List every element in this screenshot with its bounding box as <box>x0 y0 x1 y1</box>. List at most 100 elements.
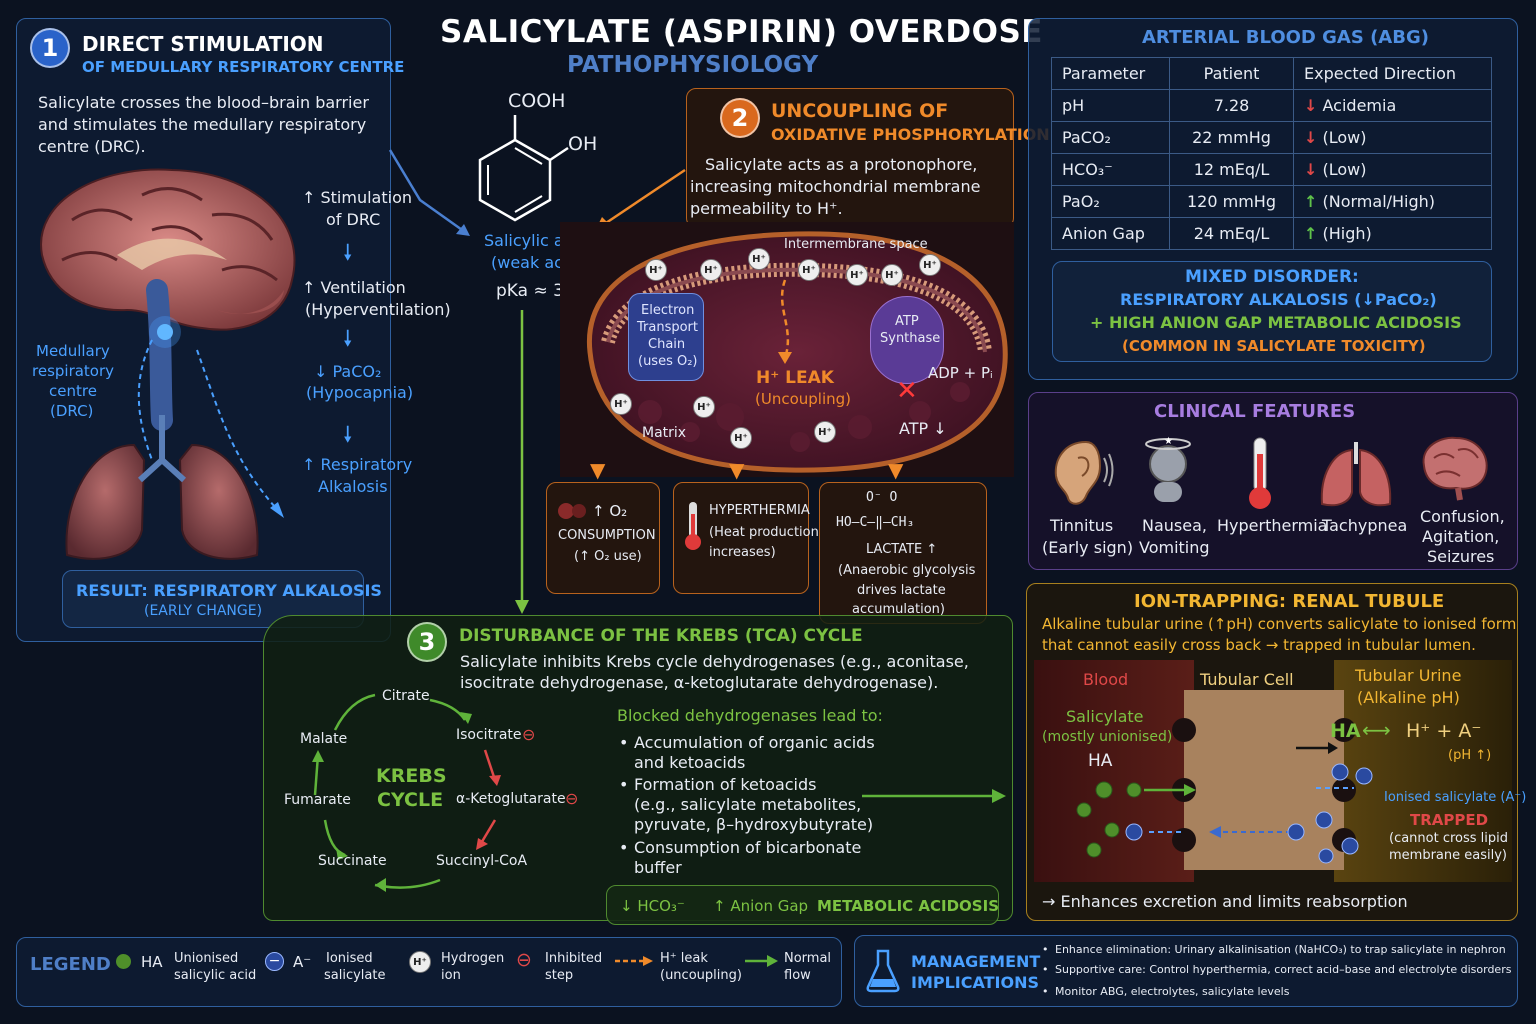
legend-ha-l2: salicylic acid <box>174 968 257 983</box>
abg-param: Anion Gap <box>1051 217 1170 250</box>
abg-value: 7.28 <box>1169 89 1294 122</box>
nausea-head-icon: ★ <box>1145 436 1191 502</box>
flow-step-3b: (Hypocapnia) <box>306 383 414 402</box>
flow-step-1a: ↑ Stimulation <box>302 188 412 207</box>
brain-lungs-illustration <box>40 168 296 560</box>
down-arrow-icon: ▼ <box>888 458 904 482</box>
atp-synthase-protein <box>870 296 944 384</box>
brain-icon <box>1422 436 1488 501</box>
hydrogen-ion-icon: H⁺ <box>645 259 667 281</box>
equilibrium-arrow-icon: ⟷ <box>1362 718 1391 742</box>
o2-consumption-box <box>546 482 660 594</box>
step-number-2: 2 <box>720 98 760 138</box>
page-subtitle: PATHOPHYSIOLOGY <box>567 52 819 78</box>
down-arrow-icon: ↓ <box>1304 160 1318 179</box>
legend-flow-l1: Normal <box>784 951 832 966</box>
box1-line3: (↑ O₂ use) <box>574 549 642 564</box>
acidosis-summary-box <box>606 885 999 925</box>
clinical-item-5-l2: Agitation, <box>1422 527 1500 546</box>
intermembrane-space-label: Intermembrane space <box>784 237 928 252</box>
result-title: RESULT: RESPIRATORY ALKALOSIS <box>76 581 382 600</box>
blood-label: Blood <box>1083 670 1129 689</box>
clinical-item-1-l1: Tinnitus <box>1050 516 1114 535</box>
equilibrium-ph: (pH ↑) <box>1448 748 1492 763</box>
etc-protein <box>628 293 704 381</box>
panel3-title: DISTURBANCE OF THE KREBS (TCA) CYCLE <box>459 626 863 646</box>
hydrogen-ion-icon: H⁺ <box>693 396 715 418</box>
legend-inhibited-l1: Inhibited <box>545 951 603 966</box>
management-title2: IMPLICATIONS <box>911 973 1040 992</box>
ion-footer: → Enhances excretion and limits reabsorp… <box>1042 892 1408 911</box>
up-arrow-icon: ↑ <box>1304 192 1318 211</box>
salicylate-sublabel: (mostly unionised) <box>1042 729 1173 745</box>
legend-a-symbol: A⁻ <box>293 953 312 971</box>
hydrogen-ion-icon: H⁺ <box>846 264 868 286</box>
abg-direction: ↓ (Low) <box>1293 153 1492 186</box>
panel2-title1: UNCOUPLING OF <box>771 100 949 122</box>
mixed-disorder-box <box>1052 261 1492 362</box>
panel1-desc-line3: centre (DRC). <box>38 137 146 156</box>
hydrogen-ion-icon: H⁺ <box>919 254 941 276</box>
ha-label: HA <box>1088 751 1113 771</box>
krebs-cycle-arrows <box>312 693 501 892</box>
panel1-desc-line2: and stimulates the medullary respiratory <box>38 115 367 134</box>
box2-line2: (Heat production <box>709 525 819 540</box>
down-arrow-icon: 🠗 <box>343 241 353 266</box>
brain-icon <box>40 168 296 331</box>
tubular-cell-label: Tubular Cell <box>1200 670 1294 689</box>
legend-ha-icon <box>116 954 131 969</box>
panel-management <box>854 935 1518 1007</box>
step-number-3: 3 <box>407 622 447 662</box>
etc-label2: Transport <box>637 320 699 335</box>
abg-value: 12 mEq/L <box>1169 153 1294 186</box>
legend-leak-l2: (uncoupling) <box>660 968 742 983</box>
panel3-desc2: isocitrate dehydrogenase, α-ketoglutarat… <box>460 673 939 692</box>
summary-anion-gap: ↑ Anion Gap <box>713 897 809 915</box>
clinical-item-5-l3: Seizures <box>1427 547 1495 566</box>
down-arrow-icon: ▼ <box>590 458 606 482</box>
thermometer-icon <box>685 502 701 550</box>
down-arrow-icon: ↓ <box>1304 96 1318 115</box>
equilibrium-products: H⁺ + A⁻ <box>1406 720 1482 742</box>
bullet2-line2: (e.g., salicylate metabolites, <box>634 795 862 814</box>
panel3-desc1: Salicylate inhibits Krebs cycle dehydrog… <box>460 652 969 671</box>
legend-title: LEGEND <box>30 954 111 975</box>
bullet-icon: • <box>1042 985 1049 998</box>
abg-value: 120 mmHg <box>1169 185 1294 218</box>
panel2-title2: OXIDATIVE PHOSPHORYLATION <box>771 125 1050 144</box>
inhibited-step-icon: ⊖ <box>522 725 536 744</box>
box1-line1: ↑ O₂ <box>592 502 628 520</box>
box2-line3: increases) <box>709 545 776 560</box>
summary-hco3: ↓ HCO₃⁻ <box>620 897 685 915</box>
panel1-title: DIRECT STIMULATION <box>82 32 324 56</box>
lungs-icon <box>1320 442 1392 507</box>
krebs-isocitrate: Isocitrate <box>456 727 522 743</box>
atp-synthase-label1: ATP <box>895 314 919 329</box>
abg-param: HCO₃⁻ <box>1051 153 1170 186</box>
hydrogen-ion-icon: H⁺ <box>610 393 632 415</box>
flask-icon <box>866 949 900 993</box>
salicylate-label: Salicylate <box>1066 707 1144 726</box>
mixed-line2: RESPIRATORY ALKALOSIS (↓PaCO₂) <box>1120 290 1437 309</box>
atp-label: ATP ↓ <box>899 419 947 438</box>
tubular-urine-label: Tubular Urine <box>1355 666 1462 685</box>
legend-ha-l1: Unionised <box>174 951 239 966</box>
mixed-line4: (COMMON IN SALICYLATE TOXICITY) <box>1122 337 1426 355</box>
result-subtitle: (EARLY CHANGE) <box>144 603 263 619</box>
equilibrium-ha: HA <box>1330 720 1361 742</box>
legend-leak-l1: H⁺ leak <box>660 951 708 966</box>
table-row: pH 7.28 ↓ Acidemia <box>1051 89 1492 122</box>
thermometer-icon <box>1249 437 1271 509</box>
renal-tubule-illustration <box>1034 660 1512 882</box>
clinical-item-5-l1: Confusion, <box>1420 507 1505 526</box>
legend-inhibited-l2: step <box>545 968 574 983</box>
krebs-citrate: Citrate <box>382 688 430 704</box>
bullet-icon: • <box>1042 963 1049 976</box>
legend-a-l1: Ionised <box>326 951 373 966</box>
abg-title: ARTERIAL BLOOD GAS (ABG) <box>1142 27 1429 48</box>
ion-desc1: Alkaline tubular urine (↑pH) converts sa… <box>1042 615 1517 633</box>
abg-direction-text: (Normal/High) <box>1322 192 1436 211</box>
table-row: HCO₃⁻ 12 mEq/L ↓ (Low) <box>1051 153 1492 186</box>
lactate-formula: HO–C–‖–CH₃ <box>836 515 915 530</box>
leak-arrow <box>778 279 792 364</box>
